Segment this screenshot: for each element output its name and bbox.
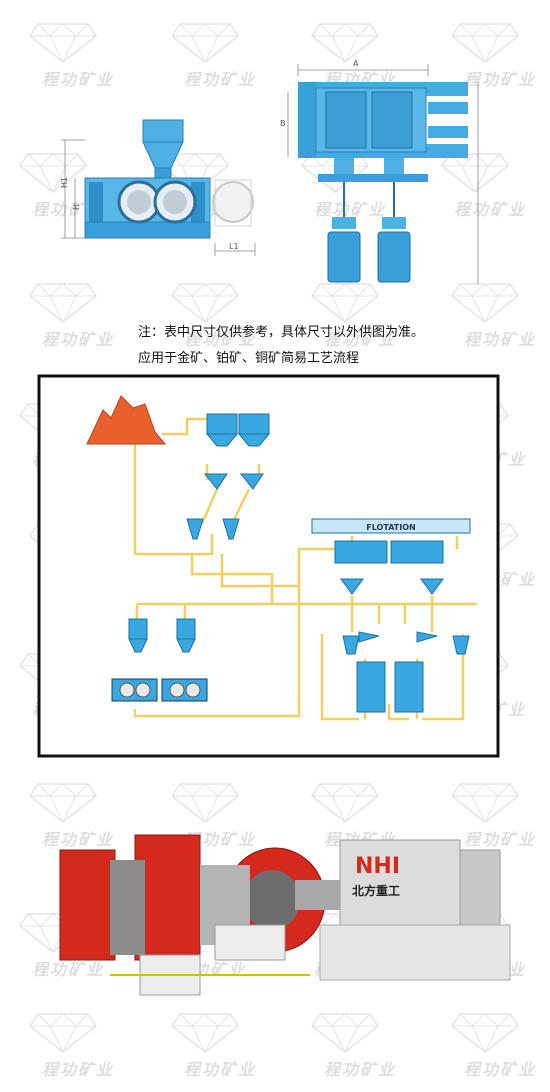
diamond-icon [450,783,520,824]
watermark-text: 程功矿业 [42,1060,115,1079]
watermark-tile: 程功矿业 [28,280,138,360]
drive-shafts [343,182,395,217]
watermark-text: 程功矿业 [454,200,527,219]
ore-pile [86,395,167,445]
diamond-icon [440,153,510,194]
dim-b-label: B [280,119,286,128]
watermark-text: 程功矿业 [324,1060,397,1079]
dim-a-label: A [353,59,359,68]
watermark-tile: 程功矿业 [28,20,138,100]
diamond-icon [170,23,240,64]
hpgr-units [111,618,208,702]
watermark-text: 程功矿业 [464,1060,537,1079]
drive-motors [327,217,411,283]
dim-l1-label: L1 [229,242,239,251]
diamond-icon [450,23,520,64]
watermark-tile: 程功矿业 [28,780,138,860]
watermark-tile: 程功矿业 [28,1010,138,1090]
dimension-note: 注：表中尺寸仅供参考，具体尺寸以外供图为准。 [138,325,425,340]
watermark-tile: 程功矿业 [170,780,280,860]
watermark-tile: 程功矿业 [450,280,550,360]
top-view-frame [298,82,468,182]
watermark-text: 程功矿业 [464,70,537,89]
watermark-tile: 程功矿业 [450,780,550,860]
diamond-icon [28,23,98,64]
diamond-icon [310,783,380,824]
watermark-tile: 程功矿业 [310,1010,420,1090]
diamond-icon [18,153,88,194]
auxiliary-boxes [110,924,310,996]
diamond-icon [450,283,520,324]
watermark-tile: 程功矿业 [450,1010,550,1090]
watermark-text: 程功矿业 [184,830,257,849]
watermark-text: 程功矿业 [42,330,115,349]
hpgr-equipment-photo: NHI 北方重工 [59,834,511,996]
watermark-text: 程功矿业 [32,960,105,979]
diamond-icon [28,783,98,824]
diamond-icon [310,23,380,64]
dim-h-label: H [72,204,81,210]
watermark-text: 程功矿业 [184,1060,257,1079]
watermark-text: 程功矿业 [184,70,257,89]
diamond-icon [170,783,240,824]
watermark-tile: 程功矿业 [440,150,550,230]
primary-cyclones [186,473,264,540]
diamond-icon [310,283,380,324]
watermark-text: 程功矿业 [42,70,115,89]
feed-hopper [142,119,184,179]
flotation-label: FLOTATION [366,523,415,532]
watermark-text: 程功矿业 [184,330,257,349]
nhi-logo: NHI [355,854,400,879]
watermark-tile: 程功矿业 [170,20,280,100]
watermark-text: 程功矿业 [464,830,537,849]
watermark-text: 程功矿业 [324,330,397,349]
watermark-tile: 程功矿业 [170,280,280,360]
flotation-cells [334,540,444,595]
watermark-tile: 程功矿业 [310,280,420,360]
watermark-text: 程功矿业 [42,830,115,849]
diamond-icon [310,1013,380,1054]
feed-bins [205,413,271,447]
diamond-icon [28,283,98,324]
diamond-icon [28,1013,98,1054]
watermark-text: 程功矿业 [464,330,537,349]
roller-outline [212,181,254,223]
watermark-tile: 程功矿业 [170,1010,280,1090]
flow-lines [133,417,477,721]
dim-h1-label: H1 [60,177,69,188]
application-caption: 应用于金矿、铂矿、铜矿简易工艺流程 [138,351,360,366]
flotation-bar [311,518,471,534]
process-flowsheet: FLOTATION [37,374,500,758]
red-roller-press [59,834,350,961]
motor-housing [319,839,511,981]
diamond-icon [170,283,240,324]
watermark-tile: 程功矿业 [450,20,550,100]
hpgr-top-view-drawing: A B [280,59,479,284]
hpgr-side-view-drawing: H1 H L1 [60,119,256,256]
regrind-mills [342,631,470,713]
watermark-text: 程功矿业 [314,200,387,219]
diamond-icon [170,1013,240,1054]
brand-name: 北方重工 [352,883,400,898]
diamond-icon [450,1013,520,1054]
